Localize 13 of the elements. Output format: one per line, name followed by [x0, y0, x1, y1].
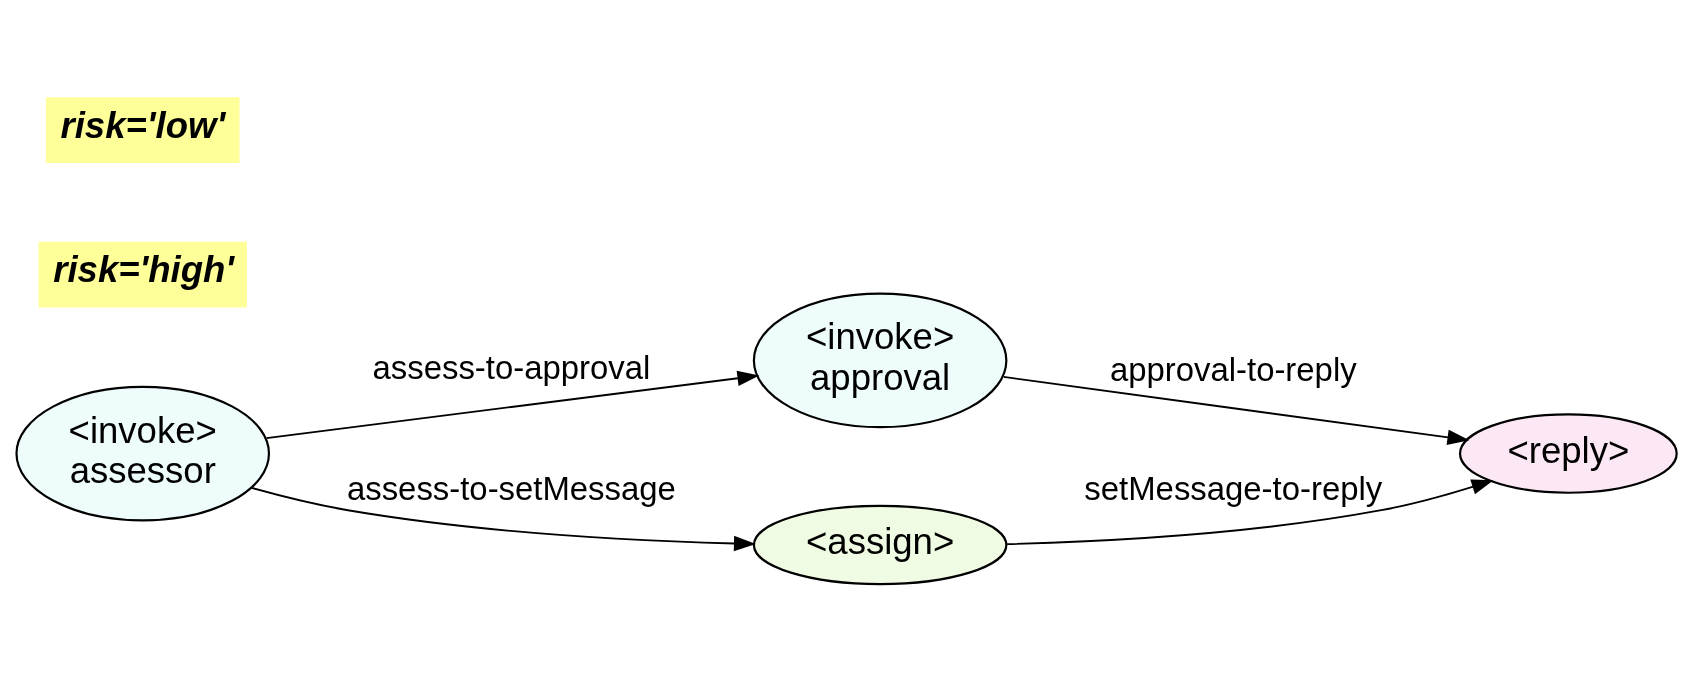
- arrow: [1002, 376, 1470, 445]
- node-ellipse: <assign>: [752, 504, 1008, 586]
- node-ellipse: <invoke> approval: [752, 292, 1008, 429]
- edge-label: setMessage-to-reply: [1084, 469, 1383, 507]
- arrow: [1006, 479, 1494, 545]
- edge-label: approval-to-reply: [1109, 351, 1357, 389]
- arrow: [265, 370, 760, 439]
- label: risk='low': [60, 104, 226, 146]
- arrow: [250, 487, 756, 552]
- label: risk='high': [53, 248, 235, 290]
- node-ellipse: <invoke> assessor: [15, 385, 271, 522]
- edge-label: assess-to-setMessage: [346, 469, 676, 507]
- edge-label: assess-to-approval: [372, 349, 651, 387]
